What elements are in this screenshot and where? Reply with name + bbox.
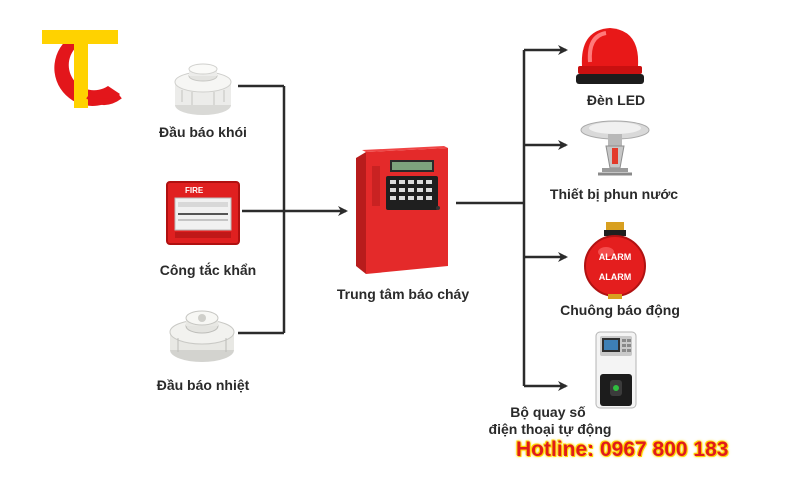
output-label-dialer-line2: điện thoại tự động (488, 421, 612, 437)
alarm-text-bottom: ALARM (599, 272, 632, 282)
input-label-manual-call: Công tắc khẩn (159, 262, 257, 278)
sprinkler-icon (580, 120, 650, 176)
output-label-led: Đèn LED (586, 92, 646, 108)
strobe-light-icon (576, 28, 644, 84)
fire-alarm-panel-icon (356, 146, 448, 274)
input-label-heat: Đầu báo nhiệt (156, 377, 250, 393)
alarm-text-top: ALARM (599, 252, 632, 262)
smoke-detector-icon (174, 63, 232, 115)
center-label: Trung tâm báo cháy (336, 286, 470, 302)
fire-panel-text: FIRE (185, 186, 204, 195)
input-label-smoke: Đầu báo khói (159, 124, 247, 140)
heat-detector-icon (169, 310, 235, 362)
auto-dialer-icon (595, 331, 637, 409)
output-label-bell: Chuông báo động (560, 302, 680, 318)
manual-call-point-icon: FIRE (166, 181, 240, 245)
alarm-bell-icon: ALARM ALARM (584, 222, 646, 299)
hotline-text[interactable]: Hotline: 0967 800 183 (516, 438, 729, 461)
ct-logo-icon (42, 30, 122, 108)
output-label-dialer-line1: Bộ quay số (510, 404, 586, 420)
output-label-sprinkler: Thiết bị phun nước (549, 186, 679, 202)
